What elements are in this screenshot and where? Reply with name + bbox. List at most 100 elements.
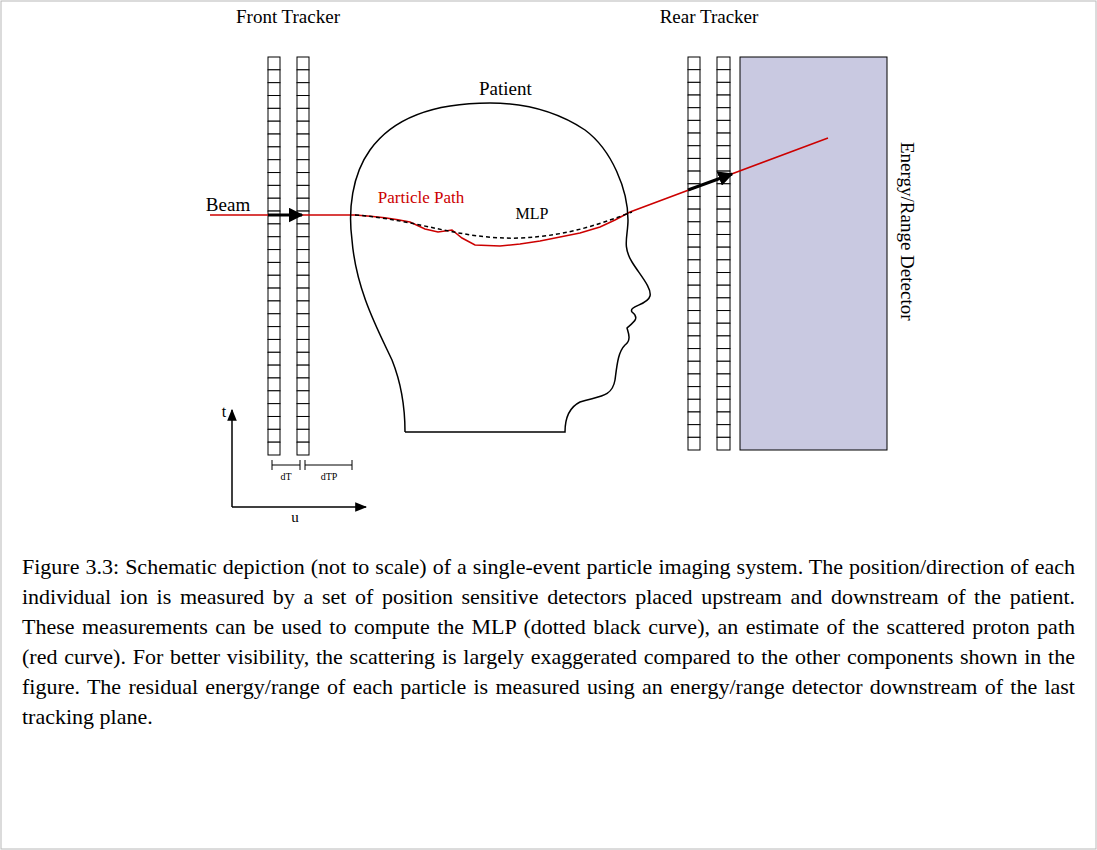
tracker-cell xyxy=(268,365,280,378)
tracker-cell xyxy=(688,349,700,362)
tracker-cell xyxy=(297,429,309,442)
dimension-marks xyxy=(272,460,352,470)
tracker-cell xyxy=(297,314,309,327)
beam-label: Beam xyxy=(206,194,250,216)
tracker-cell xyxy=(717,311,730,324)
tracker-cell xyxy=(297,198,309,211)
tracker-cell xyxy=(297,108,309,121)
head-outline-svg xyxy=(340,78,660,440)
tracker-cell xyxy=(688,247,700,260)
tracker-cell xyxy=(717,247,730,260)
tracker-cell xyxy=(297,352,309,365)
tracker-cell xyxy=(297,339,309,352)
tracker-cell xyxy=(717,399,730,412)
tracker-cell xyxy=(268,301,280,314)
tracker-cell xyxy=(297,327,309,340)
tracker-cell xyxy=(688,374,700,387)
tracker-cell xyxy=(717,234,730,247)
tracker-cell xyxy=(268,327,280,340)
tracker-cell xyxy=(268,70,280,83)
tracker-cell xyxy=(268,198,280,211)
tracker-cell xyxy=(297,237,309,250)
tracker-cell xyxy=(268,108,280,121)
tracker-cell xyxy=(297,96,309,109)
tracker-cell xyxy=(688,171,700,184)
tracker-cell xyxy=(688,158,700,171)
u-axis xyxy=(232,506,366,508)
tracker-cell xyxy=(268,224,280,237)
tracker-cell xyxy=(297,147,309,160)
tracker-cell xyxy=(688,361,700,374)
tracker-cell xyxy=(717,349,730,362)
particle-path-label: Particle Path xyxy=(378,188,464,208)
tracker-cell xyxy=(688,95,700,108)
tracker-cell xyxy=(688,387,700,400)
tracker-cells xyxy=(268,57,730,455)
tracker-cell xyxy=(268,429,280,442)
tracker-cell xyxy=(297,275,309,288)
tracker-cell xyxy=(717,120,730,133)
tracker-cell xyxy=(268,378,280,391)
tracker-cell xyxy=(688,234,700,247)
tracker-cell xyxy=(717,425,730,438)
beam-arrow xyxy=(268,214,302,217)
tracker-cell xyxy=(297,57,309,70)
patient-outline: Patient xyxy=(340,78,660,440)
tracker-cell xyxy=(268,314,280,327)
tracker-cell xyxy=(688,412,700,425)
tracker-cell xyxy=(717,184,730,197)
tracker-cell xyxy=(268,173,280,186)
tracker-cell xyxy=(297,70,309,83)
tracker-cell xyxy=(688,311,700,324)
front-tracker: Front Tracker xyxy=(188,6,388,458)
tracker-cell xyxy=(268,404,280,417)
particle-path xyxy=(355,138,828,246)
tracker-cell xyxy=(717,437,730,450)
tracker-cell xyxy=(717,82,730,95)
tracker-cell xyxy=(297,250,309,263)
tracker-cell xyxy=(717,387,730,400)
tracker-cell xyxy=(297,301,309,314)
tracker-cell xyxy=(717,70,730,83)
tracker-cell xyxy=(688,120,700,133)
tracker-cell xyxy=(268,96,280,109)
tracker-cell xyxy=(717,146,730,159)
tracker-cell xyxy=(268,121,280,134)
tracker-cell xyxy=(297,185,309,198)
tracker-cell xyxy=(717,260,730,273)
tracker-cell xyxy=(268,250,280,263)
tracker-cell xyxy=(688,336,700,349)
tracker-cell xyxy=(268,288,280,301)
mlp-label: MLP xyxy=(516,205,549,223)
tracker-cell xyxy=(297,404,309,417)
tracker-cell xyxy=(688,196,700,209)
tracker-cell xyxy=(268,185,280,198)
tracker-cell xyxy=(268,83,280,96)
dimension-label: dTP xyxy=(321,471,338,482)
tracker-cell xyxy=(688,222,700,235)
tracker-cell xyxy=(717,298,730,311)
tracker-cell xyxy=(688,146,700,159)
tracker-cell xyxy=(688,82,700,95)
rear-tracker: Rear Tracker xyxy=(609,6,809,454)
tracker-cell xyxy=(268,352,280,365)
tracker-cell xyxy=(688,260,700,273)
tracker-cell xyxy=(268,160,280,173)
tracker-cell xyxy=(717,95,730,108)
tracker-cell xyxy=(688,437,700,450)
tracker-cell xyxy=(717,222,730,235)
tracker-cell xyxy=(688,209,700,222)
tracker-cell xyxy=(688,323,700,336)
tracker-cell xyxy=(688,108,700,121)
tracker-cell xyxy=(688,70,700,83)
tracker-cell xyxy=(297,391,309,404)
tracker-cell xyxy=(717,158,730,171)
tracker-cell xyxy=(717,361,730,374)
tracker-cell xyxy=(268,211,280,224)
tracker-cell xyxy=(717,285,730,298)
tracker-cell xyxy=(297,378,309,391)
tracker-cell xyxy=(268,237,280,250)
